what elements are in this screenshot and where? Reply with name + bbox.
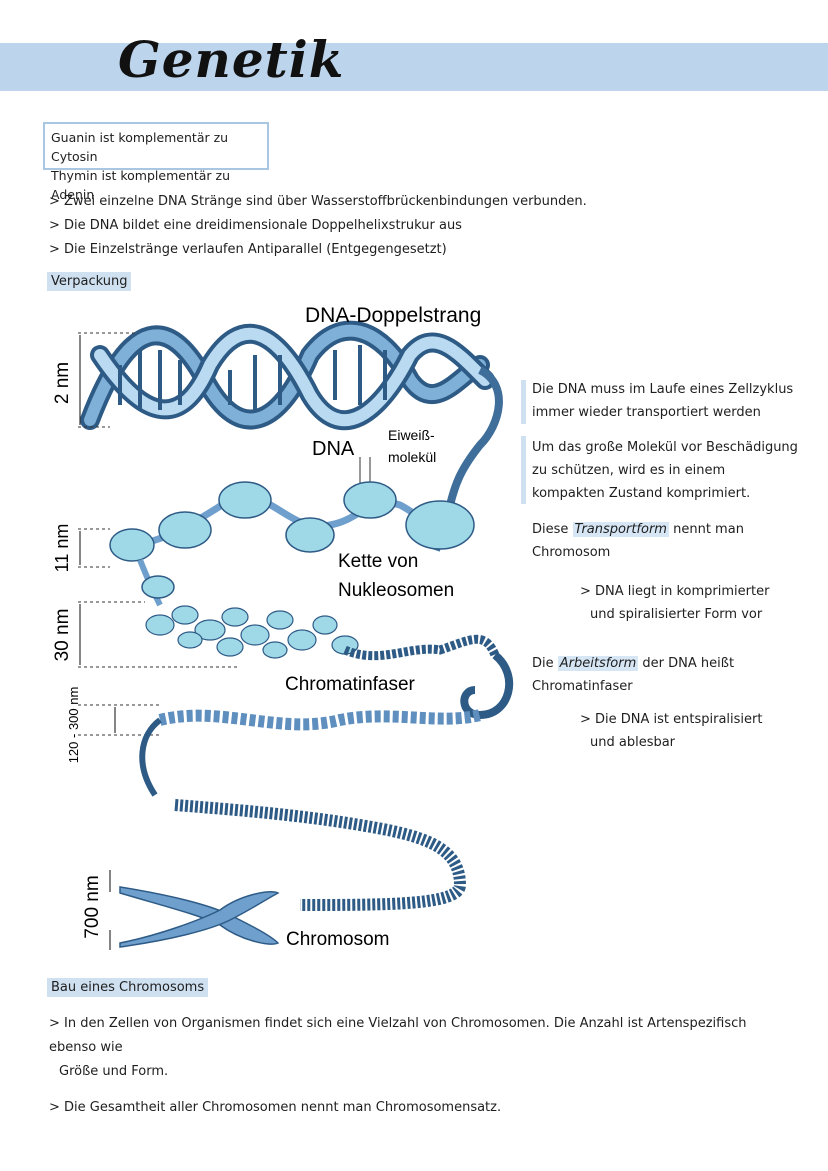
page-title: Genetik xyxy=(118,30,345,89)
right-p1-line2: immer wieder transportiert werden xyxy=(532,405,761,420)
scale-label-2nm: 2 nm xyxy=(52,362,73,404)
scale-label-700nm: 700 nm xyxy=(82,875,103,938)
label-dna: DNA xyxy=(312,438,355,460)
bau-paragraph: > In den Zellen von Organismen findet si… xyxy=(49,1012,789,1120)
transportform-highlight: Transportform xyxy=(572,522,669,537)
right-p6-line1: > Die DNA ist entspiralisiert xyxy=(580,712,763,727)
arbeitsform-highlight: Arbeitsform xyxy=(557,656,639,671)
label-chromatin-fiber: Chromatinfaser xyxy=(285,674,416,695)
complementary-box: Guanin ist komplementär zu Cytosin Thymi… xyxy=(43,122,269,202)
right-paragraph-5: Die Arbeitsform der DNA heißt Chromatinf… xyxy=(532,652,734,698)
right-p5-post: der DNA heißt xyxy=(638,656,735,671)
bau-line-2: Größe und Form. xyxy=(59,1064,169,1079)
right-p3-pre: Diese xyxy=(532,522,573,537)
bullet-2: > Die DNA bildet eine dreidimensionale D… xyxy=(49,218,462,233)
right-p2-line2: zu schützen, wird es in einem xyxy=(532,463,726,478)
chromatin-fiber-cluster xyxy=(145,605,359,659)
label-nucleosome-2: Nukleosomen xyxy=(338,580,454,601)
right-p5-line2: Chromatinfaser xyxy=(532,679,633,694)
scale-label-120-300nm: 120 - 300 nm xyxy=(66,687,81,764)
right-p3-post: nennt man xyxy=(668,522,744,537)
right-p5-pre: Die xyxy=(532,656,558,671)
right-p4-line2: und spiralisierter Form vor xyxy=(590,607,763,622)
right-paragraph-1: Die DNA muss im Laufe eines Zellzyklus i… xyxy=(532,378,793,424)
nucleosome-chain xyxy=(109,481,475,607)
scale-label-30nm: 30 nm xyxy=(52,609,73,662)
scale-label-11nm: 11 nm xyxy=(52,524,72,573)
label-protein-1: Eiweiß- xyxy=(388,427,435,443)
label-nucleosome-1: Kette von xyxy=(338,551,418,572)
intro-bullets: > Zwei einzelne DNA Stränge sind über Wa… xyxy=(49,190,587,262)
label-dna-double-strand: DNA-Doppelstrang xyxy=(305,304,481,327)
bau-line-3: > Die Gesamtheit aller Chromosomen nennt… xyxy=(49,1100,502,1115)
right-paragraph-4: > DNA liegt in komprimierter und spirali… xyxy=(580,580,769,626)
right-p2-line1: Um das große Molekül vor Beschädigung xyxy=(532,440,798,455)
bau-line-1: > In den Zellen von Organismen findet si… xyxy=(49,1016,747,1055)
bar-1 xyxy=(521,380,526,424)
right-p4-line1: > DNA liegt in komprimierter xyxy=(580,584,770,599)
chromosome-shape xyxy=(119,886,280,948)
box-line-1: Guanin ist komplementär zu Cytosin xyxy=(51,130,229,164)
box-line-2: Thymin ist komplementär zu Adenin xyxy=(51,168,231,202)
right-paragraph-3: Diese Transportform nennt man Chromosom xyxy=(532,518,744,564)
dna-packaging-diagram: 2 nm 11 nm 30 nm 120 - 300 nm 700 nm DNA… xyxy=(52,304,514,950)
bullet-1: > Zwei einzelne DNA Stränge sind über Wa… xyxy=(49,194,587,209)
right-p3-line2: Chromosom xyxy=(532,545,611,560)
section-heading-verpackung: Verpackung xyxy=(47,272,132,291)
bullet-3: > Die Einzelstränge verlaufen Antiparall… xyxy=(49,242,447,257)
title-band xyxy=(0,43,828,91)
bar-2 xyxy=(521,436,526,504)
right-paragraph-2: Um das große Molekül vor Beschädigung zu… xyxy=(532,436,798,505)
right-paragraph-6: > Die DNA ist entspiralisiert und ablesb… xyxy=(580,708,762,754)
label-protein-2: molekül xyxy=(388,449,436,465)
right-p1-line1: Die DNA muss im Laufe eines Zellzyklus xyxy=(532,382,794,397)
label-chromosome: Chromosom xyxy=(286,929,389,950)
section-heading-bau: Bau eines Chromosoms xyxy=(47,978,209,997)
right-p2-line3: kompakten Zustand komprimiert. xyxy=(532,486,751,501)
right-p6-line2: und ablesbar xyxy=(590,735,676,750)
